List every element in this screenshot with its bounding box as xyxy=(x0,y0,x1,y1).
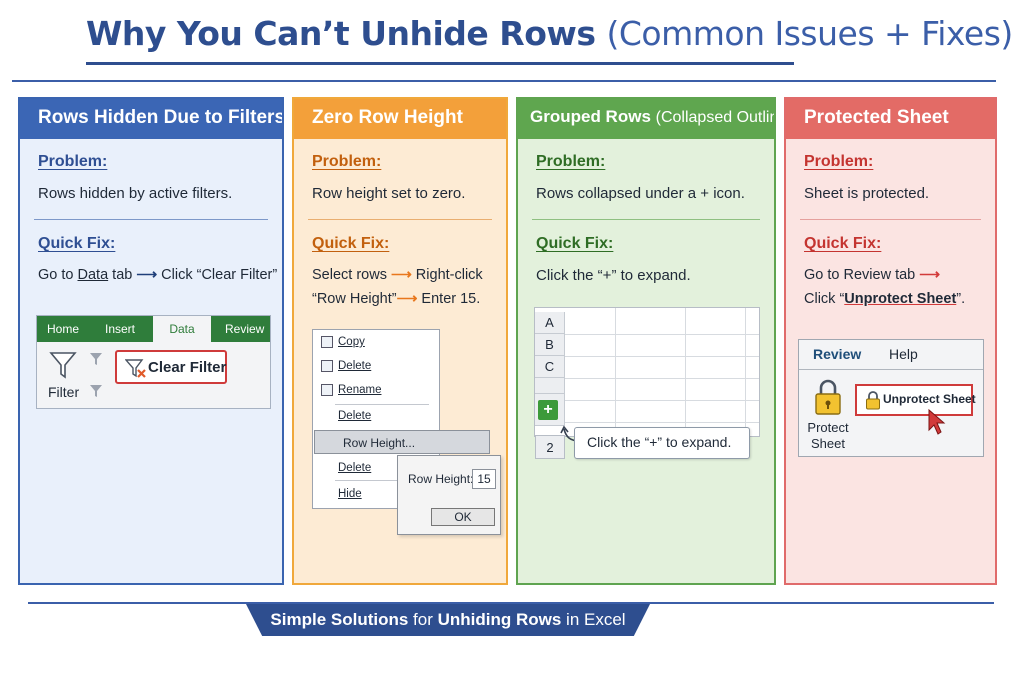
section-divider xyxy=(34,219,268,220)
ok-button[interactable]: OK xyxy=(431,508,495,526)
filter-small-icon xyxy=(90,385,102,397)
quick-fix-line-1: Select rows ⟶ Right-click xyxy=(312,267,483,283)
review-tabs: Review Help xyxy=(799,340,983,370)
arrow-icon: ⟶ xyxy=(396,291,418,307)
quick-fix-line-1: Go to Review tab ⟶ xyxy=(804,267,941,283)
footer-banner: Simple Solutions for Unhiding Rows in Ex… xyxy=(246,604,650,636)
menu-item-hide[interactable]: Hide xyxy=(338,488,362,500)
tab-insert[interactable]: Insert xyxy=(105,322,136,336)
filter-label: Filter xyxy=(48,384,80,400)
clear-filter-label: Clear Filter xyxy=(148,359,227,376)
grid-line xyxy=(565,356,759,357)
grid-line xyxy=(565,334,759,335)
quick-fix-label: Quick Fix: xyxy=(312,235,390,252)
lock-icon[interactable] xyxy=(813,378,843,416)
section-divider xyxy=(800,219,981,220)
problem-label: Problem: xyxy=(38,153,108,170)
menu-item-rename[interactable]: Rename xyxy=(321,384,381,396)
card-filters: Rows Hidden Due to Filters Problem: Rows… xyxy=(18,97,284,585)
quick-fix-line-2: Click “Unprotect Sheet”. xyxy=(804,291,966,307)
problem-text: Sheet is protected. xyxy=(804,185,930,202)
card-title: Zero Row Height xyxy=(294,99,506,139)
section-divider xyxy=(308,219,492,220)
quick-fix-label: Quick Fix: xyxy=(38,235,116,252)
menu-item-delete[interactable]: Delete xyxy=(338,410,372,422)
problem-text: Rows collapsed under a + icon. xyxy=(536,185,745,202)
page-title: Why You Can’t Unhide Rows (Common Issues… xyxy=(86,14,1013,53)
excel-ribbon: Home Insert Data Review Filter Clear Fil… xyxy=(36,315,271,409)
filter-small-icon xyxy=(90,353,102,365)
ribbon-tabs: Home Insert Data Review xyxy=(37,316,270,342)
row-header-2[interactable]: 2 xyxy=(535,435,565,459)
menu-item-copy[interactable]: Copy xyxy=(321,336,365,348)
cursor-arrow-icon xyxy=(928,408,946,435)
grid-line xyxy=(745,308,746,436)
quick-fix-label: Quick Fix: xyxy=(804,235,882,252)
tab-home[interactable]: Home xyxy=(47,322,80,336)
copy-icon xyxy=(321,336,333,348)
spreadsheet-grid: A B C + xyxy=(534,307,760,437)
page-title-main: Why You Can’t Unhide Rows xyxy=(86,14,596,53)
card-grouped-rows: Grouped Rows (Collapsed Outline) Problem… xyxy=(516,97,776,585)
unprotect-sheet-label: Unprotect Sheet xyxy=(883,392,976,406)
menu-separator xyxy=(335,404,429,405)
bottom-divider xyxy=(28,602,994,604)
row-header-blank xyxy=(535,378,565,394)
menu-item-row-height[interactable]: Row Height... xyxy=(314,430,490,454)
quick-fix-label: Quick Fix: xyxy=(536,235,614,252)
quick-fix-text: Click the “+” to expand. xyxy=(536,267,691,284)
row-header-c[interactable]: C xyxy=(535,356,565,378)
top-divider xyxy=(12,80,996,82)
page-title-sub: (Common Issues + Fixes) xyxy=(606,14,1014,53)
row-height-dialog: Row Height: 15 OK xyxy=(397,455,501,535)
arrow-icon: ⟶ xyxy=(390,267,412,283)
quick-fix-line-2: “Row Height”⟶ Enter 15. xyxy=(312,291,481,307)
clear-filter-icon xyxy=(125,359,146,378)
context-menu: Copy Delete Rename Delete Delete Hide xyxy=(312,329,440,509)
problem-label: Problem: xyxy=(312,153,382,170)
problem-text: Row height set to zero. xyxy=(312,185,466,202)
row-header-a[interactable]: A xyxy=(535,312,565,334)
card-title: Grouped Rows (Collapsed Outline) xyxy=(518,99,774,139)
menu-item-delete[interactable]: Delete xyxy=(321,360,371,372)
tab-review[interactable]: Review xyxy=(813,346,862,362)
tab-help[interactable]: Help xyxy=(889,346,918,362)
card-protected-sheet: Protected Sheet Problem: Sheet is protec… xyxy=(784,97,997,585)
grid-line xyxy=(565,378,759,379)
unprotect-sheet-button[interactable]: Unprotect Sheet xyxy=(855,384,976,416)
lock-small-icon xyxy=(866,391,880,410)
tab-data[interactable]: Data xyxy=(153,316,211,342)
card-title: Rows Hidden Due to Filters xyxy=(20,99,282,139)
problem-label: Problem: xyxy=(804,153,874,170)
arrow-icon: ⟶ xyxy=(136,267,158,283)
card-zero-row-height: Zero Row Height Problem: Row height set … xyxy=(292,97,508,585)
grid-line xyxy=(615,308,616,436)
grid-line xyxy=(565,422,759,423)
row-header-b[interactable]: B xyxy=(535,334,565,356)
problem-label: Problem: xyxy=(536,153,606,170)
filter-funnel-icon[interactable] xyxy=(49,350,77,380)
rename-icon xyxy=(321,384,333,396)
delete-icon xyxy=(321,360,333,372)
expand-callout: Click the “+” to expand. xyxy=(574,427,750,459)
row-height-label: Row Height: xyxy=(408,472,474,486)
problem-text: Rows hidden by active filters. xyxy=(38,185,233,202)
title-underline xyxy=(86,62,794,65)
menu-item-delete[interactable]: Delete xyxy=(338,462,372,474)
grid-line xyxy=(565,400,759,401)
arrow-icon: ⟶ xyxy=(919,267,941,283)
card-title: Protected Sheet xyxy=(786,99,995,139)
clear-filter-button[interactable]: Clear Filter xyxy=(115,350,227,384)
row-height-input[interactable]: 15 xyxy=(472,469,496,489)
quick-fix-text: Go to Data tab ⟶ Click “Clear Filter” xyxy=(38,267,278,283)
tab-review[interactable]: Review xyxy=(225,322,265,336)
menu-separator xyxy=(335,480,429,481)
expand-plus-button[interactable]: + xyxy=(538,400,558,420)
section-divider xyxy=(532,219,760,220)
grid-line xyxy=(685,308,686,436)
